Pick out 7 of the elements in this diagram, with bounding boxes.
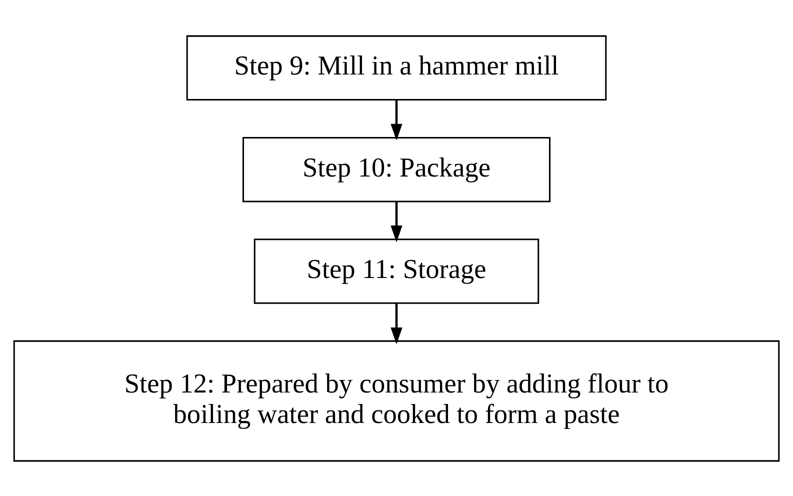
- node-box: Step 12: Prepared by consumer by adding flour to boiling water and cooked to form a paste: [13, 340, 780, 462]
- arrow: [390, 302, 402, 344]
- node-box: Step 11: Storage: [254, 238, 540, 304]
- node-box: Step 9: Mill in a hammer mill: [186, 34, 607, 100]
- arrow: [390, 201, 402, 242]
- arrow: [390, 100, 402, 140]
- node-box: Step 10: Package: [242, 136, 551, 202]
